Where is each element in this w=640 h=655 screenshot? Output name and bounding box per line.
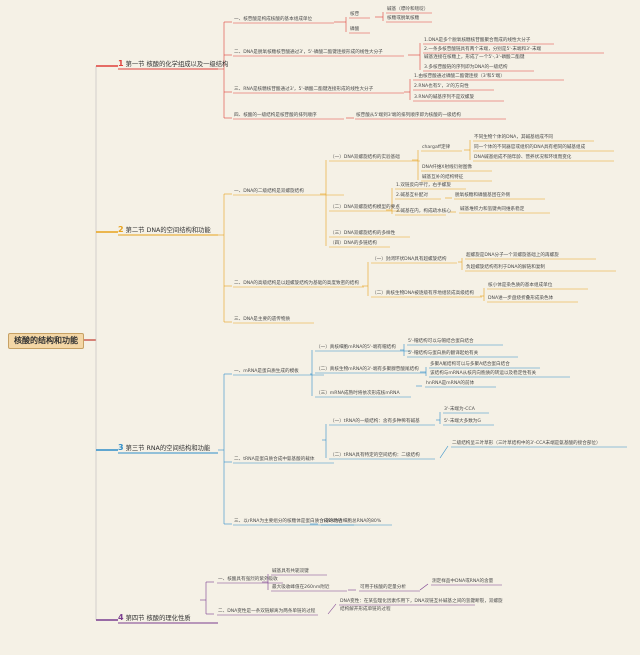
connector-line [327,603,337,615]
s2-b1[interactable]: （一）封闭环状DNA具有超螺旋结构 [372,257,447,262]
s3-a2[interactable]: （二）真核生物mRNA的3'-端有多聚腺苷酸尾结构 [316,367,419,372]
s4-node-0[interactable]: 一、核酸具有强烈的紫外吸收 [218,577,278,582]
s2-chargaff[interactable]: chargaff定律 [422,145,451,150]
s2-a2[interactable]: （二）DNA双螺旋结构模型的要点 [330,205,400,210]
section-label: 第一节 核酸的化学组成以及一级结构 [125,61,229,68]
s3-a1[interactable]: （一）真核细胞mRNA的5'-端有帽结构 [316,345,396,350]
s2-node-1[interactable]: 二、DNA的高级结构是以超螺旋结构为基础的高度致密的结构 [234,281,359,286]
s2-a2b1[interactable]: 脱氧核糖和磷酸基团在外侧 [455,193,511,198]
s1-c3[interactable]: 3.RNA的碱基序列不是双螺旋 [414,95,475,100]
s1-d1[interactable]: 核苷酸从5'端到3'端的排列顺序即为核酸的一级结构 [356,113,461,118]
s4-a2a1[interactable]: 测定样品中DNA或RNA的含量 [432,579,494,584]
s3-b1[interactable]: （一）tRNA的一级结构：含有多种稀有碱基 [330,419,420,424]
section-number: 4 [118,613,124,622]
s2-b2[interactable]: （二）真核生物DNA被逐级有序地组装成高级结构 [372,291,474,296]
s4-node-1[interactable]: 二、DNA变性是一条双链解离为两条单链的过程 [218,609,316,614]
section-number: 3 [118,443,124,452]
s3-node-2[interactable]: 三、以rRNA为主要组分的核糖体是蛋白质合成的场所 [234,519,343,524]
s2-node-2[interactable]: 三、DNA是主要的遗传物质 [234,317,291,322]
connector-line [419,583,429,591]
s2-b1b[interactable]: 负超螺旋结构有利于DNA的解链和复制 [466,265,546,270]
s2-xray[interactable]: DNA纤维X射线衍射图像 [422,165,473,170]
s2-a2c1[interactable]: 碱基堆积力和氢键共同维系稳定 [460,207,525,212]
s3-a2b[interactable]: 该结构与mRNA从核内向胞质的转运以及稳定性有关 [430,371,537,376]
s1-nucleoside[interactable]: 核苷 [350,12,360,17]
s3-b2[interactable]: （二）tRNA具有特定的空间结构：二级结构 [330,453,420,458]
s2-a1[interactable]: （一）DNA双螺旋结构的实验基础 [330,155,400,160]
s3-b1b[interactable]: 5'-末端大多数为G [444,419,481,424]
s1-base[interactable]: 碱基（嘌呤和嘧啶） [387,7,429,12]
s2-node-0[interactable]: 一、DNA的二级结构是双螺旋结构 [234,189,304,194]
s1-node-0[interactable]: 一、核苷酸是构成核酸的基本组成单位 [234,17,313,22]
section-number: 1 [118,59,124,68]
connector-line [439,445,449,459]
section-label: 第三节 RNA的空间结构和功能 [125,445,211,452]
s1-c2[interactable]: 2.RNA也有5'，3'的方向性 [414,84,469,89]
s2-a3[interactable]: （三）DNA双螺旋结构的多样性 [330,231,396,236]
section-number: 2 [118,225,124,234]
s1-b2b[interactable]: 碱基连接在核糖上，形成了一个5'-,3'-磷酸二酯键 [424,55,525,60]
s2-rule3[interactable]: DNA碱基组成不随年龄、营养状况和环境而变化 [474,155,572,160]
s1-phosphate[interactable]: 磷酸 [350,27,360,32]
s3-a1b[interactable]: 5'-帽结构与蛋白质的翻译起始有关 [408,351,479,356]
s4-b1[interactable]: DNA变性：在某些理化因素作用下，DNA双链互补碱基之间的氢键断裂，双螺旋 [340,599,503,604]
s3-a1a[interactable]: 5'-帽结构可以与帽结合蛋白结合 [408,339,474,344]
s1-node-3[interactable]: 四、核酸的一级结构是核苷酸的排列顺序 [234,113,317,118]
s3-b1a[interactable]: 3'-末端为-CCA [444,407,475,412]
s3-a3a[interactable]: hnRNA是mRNA的前体 [426,381,475,386]
s2-b2a[interactable]: 核小体是染色质的基本组成单位 [488,283,553,288]
s4-b1b[interactable]: 结构解开形成单链的过程 [340,607,391,612]
s4-a2[interactable]: 最大吸收峰值在260nm附近 [272,585,330,590]
s1-c1[interactable]: 1.由核苷酸通过磷酸二酯键连接（3'和5'端） [414,74,505,79]
section-label: 第四节 核酸的理化性质 [125,615,191,622]
s2-a2b[interactable]: 2.碱基互补配对 [396,193,428,198]
s2-pairing[interactable]: 碱基互补的结构特征 [422,175,464,180]
s1-node-1[interactable]: 二、DNA是脱氧核糖核苷酸通过3'，5'-磷酸二酯键连接形成的线性大分子 [234,50,383,55]
s3-a2a[interactable]: 多聚A尾结构可以与多聚A结合蛋白结合 [430,362,510,367]
s1-node-2[interactable]: 三、RNA是核糖核苷酸通过3'，5'-磷酸二酯键连接形成的线性大分子 [234,87,374,92]
root-topic[interactable]: 核酸的结构和功能 [8,333,84,349]
s3-node-1[interactable]: 二、tRNA是蛋白质合成中氨基酸的载体 [234,457,315,462]
s3-c1[interactable]: rRNA约占细胞总RNA的80% [322,519,382,524]
s1-b3[interactable]: 3.多核苷酸链的序列即为DNA的一级结构 [424,65,508,70]
s3-b2a[interactable]: 二级结构呈三叶草形（三叶草结构中的3'-CCA末端是氨基酸的接合部位） [452,441,601,446]
s2-a4[interactable]: （四）DNA的多链结构 [330,241,377,246]
s2-a2a[interactable]: 1.双链反向平行，右手螺旋 [396,183,451,188]
s4-a2a[interactable]: 可用于核酸的定量分析 [360,585,406,590]
s1-sugar[interactable]: 核糖或脱氧核糖 [387,16,420,21]
s3-a3[interactable]: （三）mRNA成熟时将依次形成核mRNA [316,391,400,396]
s2-rule1[interactable]: 不同生物个体的DNA，其碱基组成不同 [474,135,554,140]
s2-a2c[interactable]: 3.碱基在内，构成疏水核心 [396,209,451,214]
s2-b2b[interactable]: DNA进一步盘绕折叠形成染色体 [488,296,554,301]
s4-a1[interactable]: 碱基具有共轭双键 [272,569,309,574]
s2-b1a[interactable]: 超螺旋是DNA分子一个双螺旋基础上的再螺旋 [466,253,559,258]
section-label: 第二节 DNA的空间结构和功能 [125,227,211,234]
s1-b1[interactable]: 1.DNA是多个脱氧核糖核苷酸聚合而成的线性大分子 [424,38,531,43]
s1-b2[interactable]: 2.一条多核苷酸链具有两个末端，分别是5'-末端和3'-末端 [424,47,542,52]
s2-rule2[interactable]: 同一个体的不同器官或组织的DNA具有相同的碱基组成 [474,145,586,150]
s3-node-0[interactable]: 一、mRNA是蛋白质生成的模板 [234,369,299,374]
